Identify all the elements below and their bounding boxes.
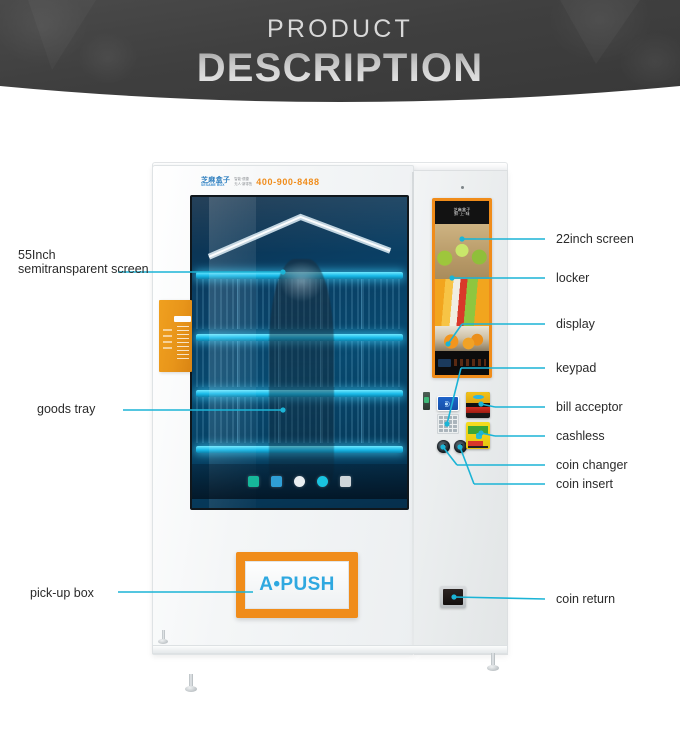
vertical-touch-screen-22inch[interactable]: 芝麻盒子 鲜·上·味	[432, 198, 492, 378]
screen-footer-ticker	[454, 359, 486, 367]
leveling-foot	[185, 674, 197, 692]
leader-line-coin-changer	[442, 446, 458, 466]
home-circle-icon[interactable]	[294, 476, 305, 488]
leader-dot-semitransparent-screen	[280, 269, 286, 275]
cashless-payment-module[interactable]	[466, 422, 490, 449]
bill-acceptor-slot	[466, 402, 490, 408]
nfc-wave-icon	[444, 399, 452, 408]
callout-label-bill-acceptor: bill acceptor	[556, 400, 623, 414]
callout-label-coin-return: coin return	[556, 592, 616, 606]
brand-name-latin: SESAME BOX	[201, 182, 225, 187]
callout-label-screen-22inch: 22inch screen	[556, 232, 634, 246]
callout-label-coin-changer: coin changer	[556, 458, 628, 472]
screen-header-bar: 芝麻盒子 鲜·上·味	[435, 201, 489, 224]
leader-dot-goods-tray	[280, 407, 286, 413]
leader-line-cashless	[480, 432, 496, 437]
ad-panel-chip	[173, 315, 191, 323]
leader-line-bill-acceptor	[480, 403, 496, 408]
brand-name-cn: 芝麻盒子	[201, 176, 231, 184]
brand-tagline: 智能·便捷 无人·新零售	[234, 177, 252, 187]
bill-acceptor-face	[466, 392, 490, 403]
callout-label-pick-up-box: pick-up box	[30, 586, 94, 600]
bill-acceptor-indicator	[466, 407, 490, 413]
gallery-image-icon[interactable]	[340, 476, 351, 488]
sensor-module	[423, 392, 430, 410]
screen-product-image-juice	[435, 223, 489, 280]
camera-app-icon[interactable]	[248, 476, 259, 488]
glass-interior	[192, 197, 407, 508]
cashless-green-panel	[467, 425, 489, 434]
semitransparent-glass-screen[interactable]	[190, 195, 409, 510]
cashless-red-strip	[467, 440, 483, 447]
led-light-bar-icon	[207, 213, 392, 260]
callout-label-semitransparent-screen: 55Inch semitransparent screen	[18, 248, 149, 276]
leader-line-coin-return	[453, 596, 546, 600]
brand-phone-number: 400-900-8488	[256, 177, 320, 187]
callout-label-coin-insert: coin insert	[556, 477, 613, 491]
brand-tagline-line2: 无人·新零售	[234, 182, 253, 186]
machine-brand-bar: 芝麻盒子 SESAME BOX 智能·便捷 无人·新零售 400-900-848…	[163, 174, 403, 190]
callout-label-keypad: keypad	[556, 361, 597, 375]
screen-logo-sub: 鲜·上·味	[454, 211, 470, 217]
screen-product-image-vegetables	[435, 279, 489, 327]
screen-content: 芝麻盒子 鲜·上·味	[435, 201, 489, 375]
keypad[interactable]	[437, 414, 459, 434]
screen-brand-logo: 芝麻盒子 鲜·上·味	[453, 206, 471, 217]
callout-label-locker: locker	[556, 271, 590, 285]
ad-panel-text-block	[176, 325, 190, 360]
touchscreen-dock-bar[interactable]	[192, 464, 407, 499]
screen-product-image-oranges	[435, 326, 489, 351]
pick-up-box-door[interactable]: A•PUSH	[245, 561, 349, 609]
brand-tagline-line1: 智能·便捷	[234, 176, 249, 181]
leveling-foot	[487, 653, 499, 671]
settings-gear-icon[interactable]	[271, 476, 282, 488]
screen-logo-cn: 芝麻盒子	[453, 206, 471, 212]
callout-label-goods-tray: goods tray	[37, 402, 96, 416]
leader-line-coin-insert	[459, 446, 475, 485]
leader-line-keypad	[446, 367, 462, 425]
leader-line-display	[447, 323, 463, 345]
ad-panel-logo	[162, 328, 172, 354]
cabinet-door-seam	[412, 172, 414, 652]
leveling-foot	[158, 630, 168, 644]
screen-footer-badge	[438, 358, 451, 367]
browser-globe-icon[interactable]	[317, 476, 328, 488]
pick-up-box-label: A•PUSH	[259, 574, 335, 595]
cashless-reader-icon	[475, 432, 483, 439]
cabinet-base-plinth	[152, 645, 508, 654]
side-advertising-panel	[159, 300, 192, 372]
callout-label-cashless: cashless	[556, 429, 605, 443]
screen-footer-bar	[435, 350, 489, 375]
pick-up-box[interactable]: A•PUSH	[236, 552, 358, 618]
glass-glare	[209, 197, 257, 508]
bill-acceptor-sensor-icon	[473, 394, 485, 400]
glass-reflection	[269, 259, 334, 484]
banner-shape	[0, 0, 680, 102]
brand-logo: 芝麻盒子 SESAME BOX	[201, 177, 230, 187]
camera-lens-icon	[461, 186, 464, 189]
callout-label-display: display	[556, 317, 595, 331]
cashless-base-strip	[467, 446, 489, 448]
